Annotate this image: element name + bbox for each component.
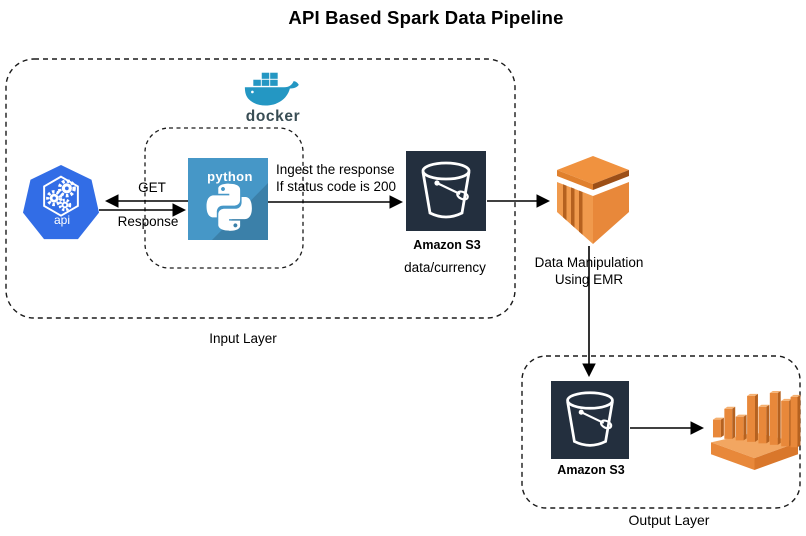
s3-input-bucket-path: data/currency bbox=[404, 260, 486, 275]
s3-output-label: Amazon S3 bbox=[557, 463, 625, 477]
python-label: python bbox=[207, 169, 253, 184]
emr-caption-line1: Data Manipulation bbox=[534, 255, 644, 270]
response-label: Response bbox=[117, 214, 179, 229]
api-label: api bbox=[53, 213, 71, 227]
ingest-label-line2: If status code is 200 bbox=[276, 179, 397, 194]
page-title: API Based Spark Data Pipeline bbox=[288, 7, 564, 28]
s3-input-label: Amazon S3 bbox=[413, 238, 481, 252]
bar-chart-icon bbox=[707, 387, 802, 472]
docker-python-boundary bbox=[144, 127, 304, 269]
emr-icon bbox=[551, 156, 635, 246]
bars bbox=[712, 390, 801, 448]
s3-bucket-input-icon bbox=[406, 151, 486, 231]
api-icon bbox=[22, 162, 100, 244]
get-label: GET bbox=[138, 180, 166, 195]
input-layer-label: Input Layer bbox=[209, 331, 277, 346]
gears-glyph bbox=[46, 179, 76, 212]
emr-caption-line2: Using EMR bbox=[554, 272, 624, 287]
input-layer-boundary bbox=[5, 58, 516, 319]
docker-icon bbox=[243, 71, 303, 111]
python-icon bbox=[188, 158, 268, 240]
s3-bucket-output-icon bbox=[551, 381, 629, 459]
ingest-label-line1: Ingest the response bbox=[276, 162, 395, 177]
docker-label: docker bbox=[245, 108, 301, 125]
output-layer-label: Output Layer bbox=[628, 512, 710, 528]
